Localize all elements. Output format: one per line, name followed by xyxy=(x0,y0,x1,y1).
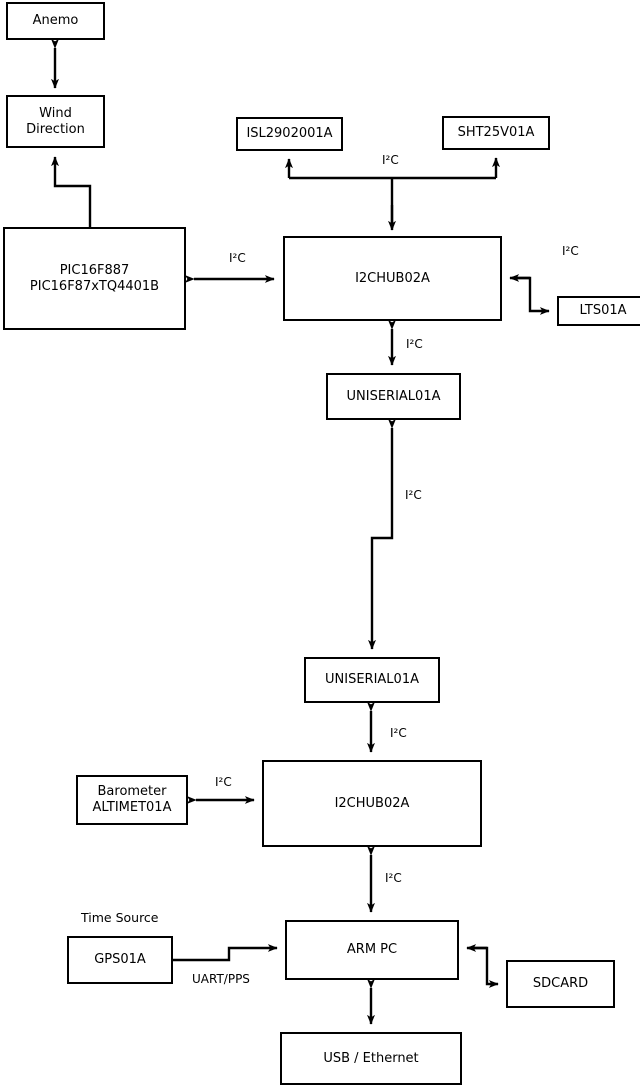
edge-uniserial-long xyxy=(368,418,396,650)
node-uniserial01a-bottom[interactable]: UNISERIAL01A xyxy=(304,657,440,703)
edge-label-i2c-long-link: I²C xyxy=(404,488,423,502)
node-sht25v01a[interactable]: SHT25V01A xyxy=(442,116,550,150)
node-arm-pc[interactable]: ARM PC xyxy=(285,920,459,980)
edge-pic-winddir xyxy=(51,156,94,237)
node-gps01a[interactable]: GPS01A xyxy=(67,936,173,984)
node-barometer-altimet01a[interactable]: Barometer ALTIMET01A xyxy=(76,775,188,825)
node-i2chub02a-bottom[interactable]: I2CHUB02A xyxy=(262,760,482,847)
edge-label-i2c-top-bus: I²C xyxy=(381,153,400,167)
edge-armpc-sdcard xyxy=(469,946,499,988)
edge-label-i2c-uniserial-hub2: I²C xyxy=(389,726,408,740)
label-time-source: Time Source xyxy=(81,910,159,925)
edge-label-i2c-barometer: I²C xyxy=(214,775,233,789)
node-isl2902001a[interactable]: ISL2902001A xyxy=(236,117,343,151)
edge-label-i2c-lts: I²C xyxy=(561,244,580,258)
node-usb-ethernet[interactable]: USB / Ethernet xyxy=(280,1032,462,1085)
edge-label-i2c-pic-hub: I²C xyxy=(228,251,247,265)
node-i2chub02a-top[interactable]: I2CHUB02A xyxy=(283,236,502,321)
node-pic-microcontroller[interactable]: PIC16F887 PIC16F87xTQ4401B xyxy=(3,227,186,330)
node-wind-direction[interactable]: Wind Direction xyxy=(6,95,105,148)
edge-label-i2c-hub-uniserial: I²C xyxy=(405,337,424,351)
node-lts01a[interactable]: LTS01A xyxy=(557,296,640,326)
edge-label-uart-pps: UART/PPS xyxy=(191,972,251,986)
edge-hubtop-lts xyxy=(512,276,550,315)
node-sdcard[interactable]: SDCARD xyxy=(506,960,615,1008)
edge-label-i2c-hub2-armpc: I²C xyxy=(384,871,403,885)
node-anemo[interactable]: Anemo xyxy=(6,2,105,40)
edge-gps-armpc xyxy=(173,944,278,962)
node-uniserial01a-top[interactable]: UNISERIAL01A xyxy=(326,373,461,420)
